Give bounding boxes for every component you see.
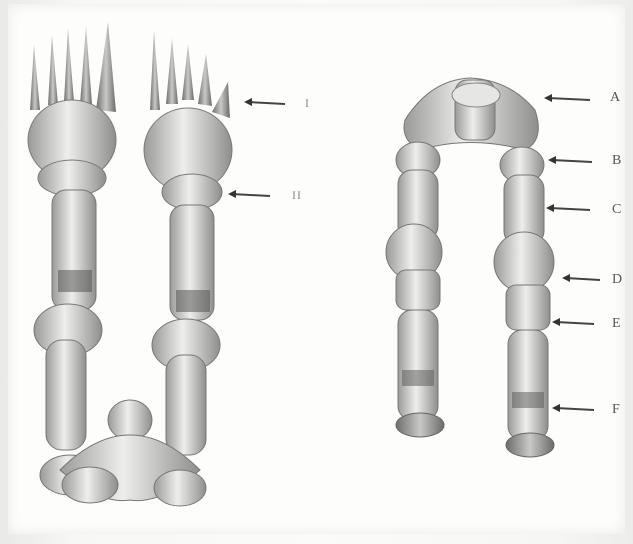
left-pointers	[232, 102, 285, 196]
right-leg-2	[494, 147, 554, 457]
arrow-c-icon	[546, 204, 554, 212]
label-e: E	[612, 316, 622, 332]
left-limb-2	[144, 30, 232, 455]
arrow-f-icon	[552, 404, 560, 412]
label-f: F	[612, 402, 621, 418]
arrow-a-icon	[544, 94, 552, 102]
label-d: D	[612, 272, 623, 288]
arrow-i-icon	[244, 98, 252, 106]
right-pelvis	[404, 78, 538, 150]
arrow-b-icon	[548, 156, 556, 164]
label-b: B	[612, 153, 622, 169]
label-ii: II	[292, 188, 302, 203]
arrow-e-icon	[552, 318, 560, 326]
label-c: C	[612, 202, 622, 218]
right-leg-1	[386, 142, 444, 437]
left-limb-1	[28, 22, 116, 495]
right-pointers	[548, 98, 600, 410]
arrow-ii-icon	[228, 190, 236, 198]
arrow-d-icon	[562, 274, 570, 282]
label-a: A	[610, 90, 621, 106]
label-i: I	[305, 96, 310, 111]
